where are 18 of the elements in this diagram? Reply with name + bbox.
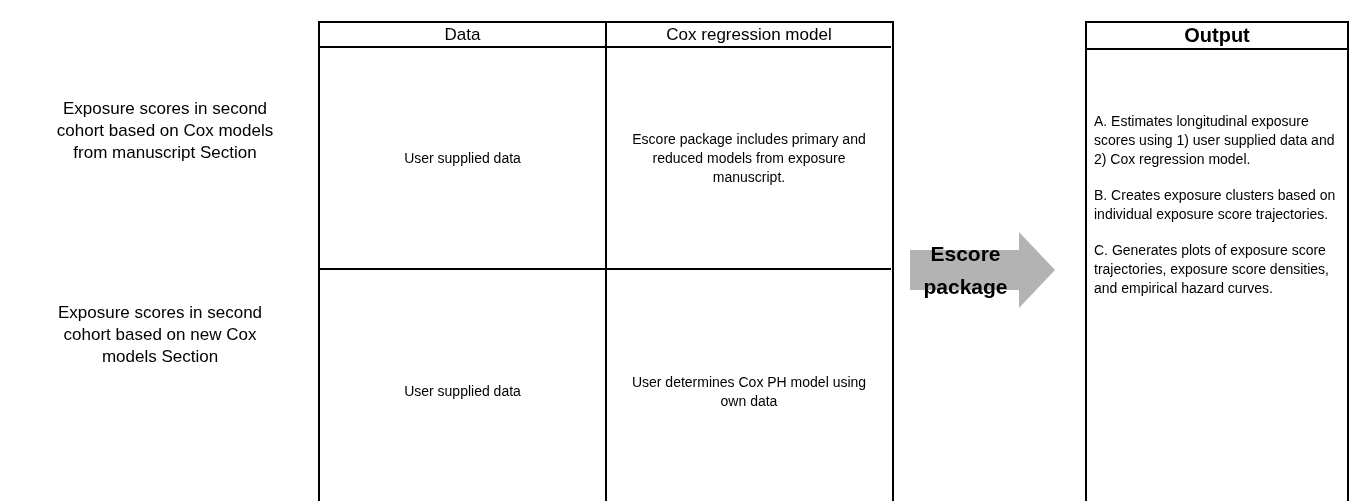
cell-text: User determines Cox PH model using own data [630,372,868,411]
header-text: Data [444,24,481,45]
output-panel [1085,21,1349,501]
edge-label: Escore package [922,241,1009,300]
cell-text: Escore package includes primary and reduced models from exposure manuscript. [631,129,867,187]
cell-text: User supplied data [404,382,521,401]
row-label: Exposure scores in second cohort based on Cox models from manuscript Section [55,98,275,164]
header-text: Cox regression model [666,24,832,45]
table-frame [318,21,894,501]
output-note: B. Creates exposure clusters based on individual exposure score trajectories. [1094,186,1337,224]
table-cell [320,48,607,270]
column-header [320,23,607,48]
cell-text: User supplied data [404,148,521,168]
block-arrow [910,232,1055,308]
output-note: C. Generates plots of exposure score trajectories, exposure score densities, and empirical hazard curves. [1094,241,1330,298]
panel-heading: Output [1087,23,1347,50]
row-label: Exposure scores in second cohort based on new Cox models Section [56,302,264,368]
output-note: A. Estimates longitudinal exposure scores using 1) user supplied data and 2) Cox regression model. [1094,112,1336,169]
